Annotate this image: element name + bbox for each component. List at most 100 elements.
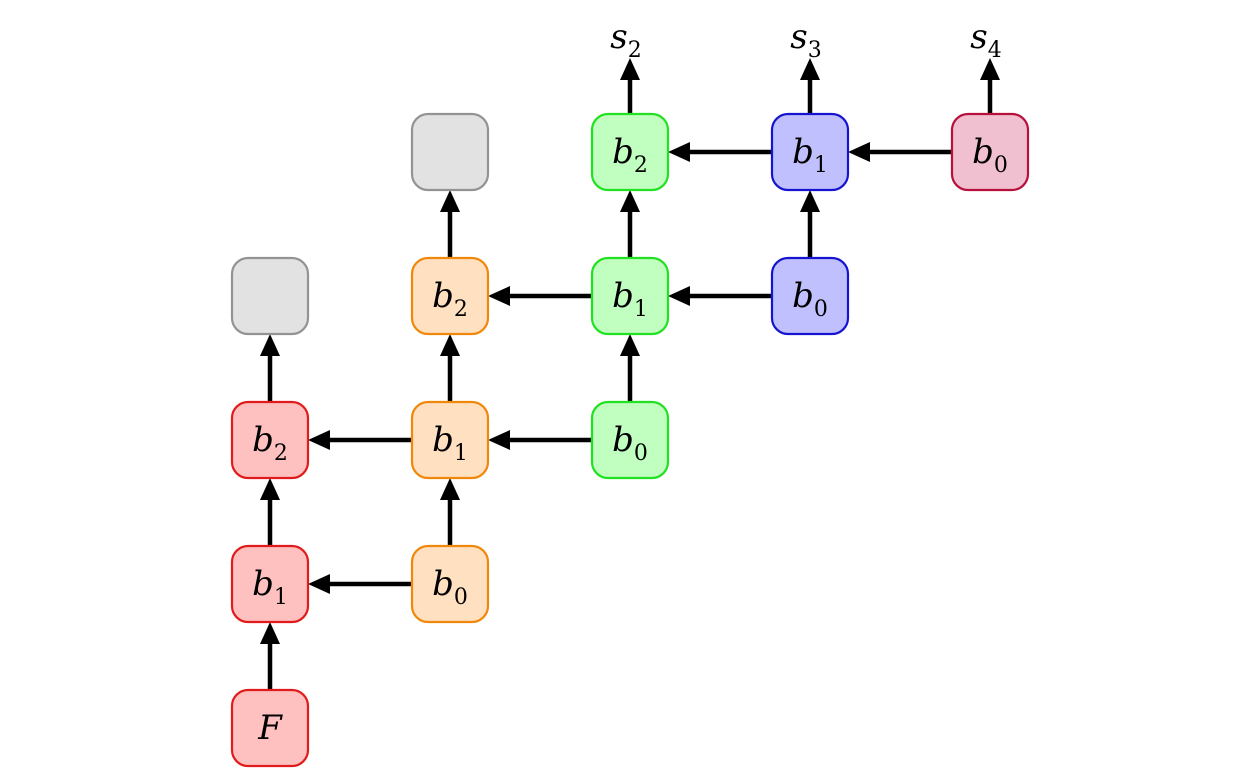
arrowhead-icon [980, 58, 1000, 80]
node-label-subscript: 2 [454, 297, 468, 322]
node-box [230, 400, 310, 480]
node-label: b2 [612, 132, 648, 178]
edge-green-b1-to-green-b2 [620, 190, 640, 258]
node-label: b1 [612, 276, 648, 322]
node-label: b1 [252, 564, 288, 610]
arrowhead-icon [260, 622, 280, 644]
node-label: F [257, 708, 283, 748]
node-box [410, 400, 490, 480]
node-label-base: b [432, 564, 454, 604]
node-label-base: b [432, 420, 454, 460]
node-label-base: b [612, 276, 634, 316]
node-label-base: b [972, 132, 994, 172]
arrowhead-icon [800, 58, 820, 80]
node-label-base: b [252, 420, 274, 460]
output-label-s2: s2 [610, 17, 641, 63]
node-box [230, 544, 310, 624]
node-label: b1 [792, 132, 828, 178]
node-label-subscript: 1 [454, 441, 468, 466]
arrowhead-icon [620, 58, 640, 80]
node-label-base: F [257, 708, 283, 748]
node-label-subscript: 0 [994, 153, 1008, 178]
node-label: b1 [432, 420, 468, 466]
edge-orange-b1-to-red-b2 [308, 430, 412, 450]
node-green-b0: b0 [590, 400, 670, 480]
node-gray-1 [230, 256, 310, 336]
edge-blue-b0-to-blue-b1 [800, 190, 820, 258]
node-label-subscript: 1 [814, 153, 828, 178]
arrowhead-icon [260, 478, 280, 500]
edge-pink-b0-to-s4 [980, 58, 1000, 114]
output-label-s4: s4 [970, 17, 1001, 63]
arrowhead-icon [668, 142, 690, 162]
node-label-subscript: 2 [274, 441, 288, 466]
node-label-subscript: 0 [454, 585, 468, 610]
node-label: b2 [252, 420, 288, 466]
node-label-base: b [792, 132, 814, 172]
edge-pink-b0-to-blue-b1 [848, 142, 952, 162]
output-label-base: s [610, 17, 627, 57]
arrowhead-icon [488, 286, 510, 306]
node-box [590, 256, 670, 336]
node-label-base: b [252, 564, 274, 604]
output-label-base: s [970, 17, 987, 57]
node-box [410, 256, 490, 336]
arrowhead-icon [308, 574, 330, 594]
edge-red-b2-to-gray-1 [260, 334, 280, 402]
output-label-subscript: 3 [808, 38, 822, 63]
node-box [590, 112, 670, 192]
arrowhead-icon [668, 286, 690, 306]
node-red-F: F [230, 688, 310, 768]
edge-red-F-to-red-b1 [260, 622, 280, 690]
node-box [770, 256, 850, 336]
output-label-subscript: 2 [628, 38, 642, 63]
edge-orange-b2-to-gray-2 [440, 190, 460, 258]
edge-green-b1-to-orange-b2 [488, 286, 592, 306]
node-label-base: b [612, 132, 634, 172]
node-green-b1: b1 [590, 256, 670, 336]
output-label-base: s [790, 17, 807, 57]
edge-red-b1-to-red-b2 [260, 478, 280, 546]
node-box [230, 688, 310, 768]
node-label-subscript: 0 [634, 441, 648, 466]
node-blue-b0: b0 [770, 256, 850, 336]
edge-orange-b0-to-orange-b1 [440, 478, 460, 546]
node-orange-b2: b2 [410, 256, 490, 336]
arrowhead-icon [260, 334, 280, 356]
node-label: b0 [432, 564, 468, 610]
node-label-base: b [432, 276, 454, 316]
arrowhead-icon [440, 478, 460, 500]
output-label-subscript: 4 [988, 38, 1002, 63]
node-box [410, 112, 490, 192]
node-orange-b0: b0 [410, 544, 490, 624]
edge-blue-b1-to-s3 [800, 58, 820, 114]
node-box [410, 544, 490, 624]
node-green-b2: b2 [590, 112, 670, 192]
node-box [770, 112, 850, 192]
arrowhead-icon [848, 142, 870, 162]
node-label-base: b [612, 420, 634, 460]
arrowhead-icon [440, 190, 460, 212]
node-label-subscript: 1 [274, 585, 288, 610]
arrowhead-icon [620, 334, 640, 356]
arrowhead-icon [800, 190, 820, 212]
arrowhead-icon [488, 430, 510, 450]
edge-green-b0-to-green-b1 [620, 334, 640, 402]
node-orange-b1: b1 [410, 400, 490, 480]
edge-green-b2-to-s2 [620, 58, 640, 114]
node-pink-b0: b0 [950, 112, 1030, 192]
arrowhead-icon [308, 430, 330, 450]
node-label-base: b [792, 276, 814, 316]
node-label: b0 [612, 420, 648, 466]
edge-orange-b1-to-orange-b2 [440, 334, 460, 402]
edges-layer [260, 58, 1000, 690]
node-label-subscript: 2 [634, 153, 648, 178]
arrowhead-icon [620, 190, 640, 212]
node-red-b1: b1 [230, 544, 310, 624]
node-label: b0 [972, 132, 1008, 178]
node-box [590, 400, 670, 480]
arrowhead-icon [440, 334, 460, 356]
node-blue-b1: b1 [770, 112, 850, 192]
